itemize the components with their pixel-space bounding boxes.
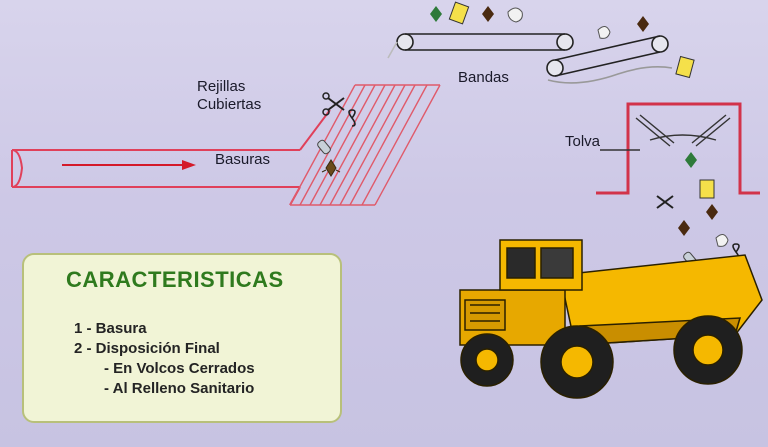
grate [289, 84, 441, 206]
leaf-icon [685, 152, 697, 168]
can-icon [448, 1, 470, 25]
label-rejillas-line1: Rejillas [197, 78, 246, 95]
leaf-icon [637, 16, 649, 32]
bottle-icon [317, 139, 331, 155]
leaf-icon [321, 159, 341, 177]
flow-arrow [62, 160, 196, 170]
list-item: 2 - Disposición Final [74, 340, 220, 357]
glove-icon [597, 26, 611, 39]
label-tolva: Tolva [565, 133, 601, 150]
pipe [11, 109, 331, 206]
list-item: - Al Relleno Sanitario [104, 380, 255, 397]
hopper [596, 102, 760, 195]
label-rejillas-line2: Cubiertas [197, 96, 262, 113]
worm-icon [348, 109, 356, 127]
list-item: - En Volcos Cerrados [104, 360, 255, 377]
glove-icon [715, 234, 729, 247]
leaf-icon [706, 204, 718, 220]
leaf-icon [678, 220, 690, 236]
leaf-icon [482, 6, 494, 22]
characteristics-box: CARACTERISTICAS 1 - Basura 2 - Disposici… [22, 253, 342, 423]
glove-icon [507, 7, 523, 23]
conveyor-belt-upper [387, 33, 574, 59]
list-item: 1 - Basura [74, 320, 147, 337]
can-icon [675, 55, 695, 79]
label-basuras: Basuras [215, 151, 271, 168]
characteristics-list: 1 - Basura 2 - Disposición Final - En Vo… [74, 319, 255, 399]
label-rejillas: Rejillas Cubiertas [197, 78, 261, 114]
hopper-blades [600, 114, 731, 151]
can-icon [699, 179, 715, 199]
label-bandas: Bandas [458, 69, 509, 86]
leaf-icon [430, 6, 442, 22]
dump-truck-icon [459, 239, 763, 399]
scissors-icon [656, 195, 674, 209]
scissors-icon [322, 92, 345, 116]
characteristics-title: CARACTERISTICAS [66, 267, 284, 292]
conveyor-belt-lower [546, 35, 673, 84]
